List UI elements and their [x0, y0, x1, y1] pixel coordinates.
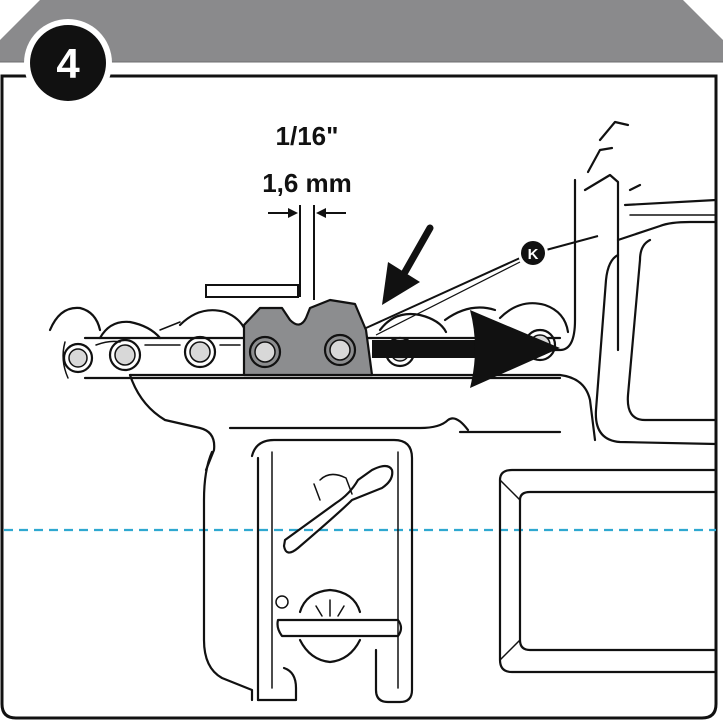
- callout-letter: K: [528, 246, 539, 263]
- measurement-inch: 1/16": [276, 121, 339, 151]
- saw-housing: [538, 120, 718, 446]
- side-plate: [202, 438, 414, 704]
- chain-rivet: [183, 335, 217, 369]
- cutter-tooth: [242, 298, 374, 377]
- depth-gauge-bar: [205, 284, 299, 298]
- chain-rivet: [62, 342, 94, 374]
- callout-leader: [365, 235, 599, 336]
- measurement-metric: 1,6 mm: [262, 168, 352, 198]
- guide-bar: [128, 373, 597, 472]
- step-number: 4: [56, 40, 80, 87]
- measurement-guides: [268, 205, 346, 300]
- step-badge: 4: [24, 19, 112, 107]
- callout-k-badge: K: [518, 238, 548, 268]
- panel-frame: [0, 74, 718, 720]
- header-band: [0, 0, 723, 63]
- adjust-lever: [282, 464, 394, 554]
- wing-nut: [275, 588, 403, 664]
- chain-rivet: [108, 338, 142, 372]
- pointer-arrow-icon: [382, 224, 434, 305]
- housing-window: [498, 468, 718, 674]
- direction-arrow-icon: [372, 310, 560, 388]
